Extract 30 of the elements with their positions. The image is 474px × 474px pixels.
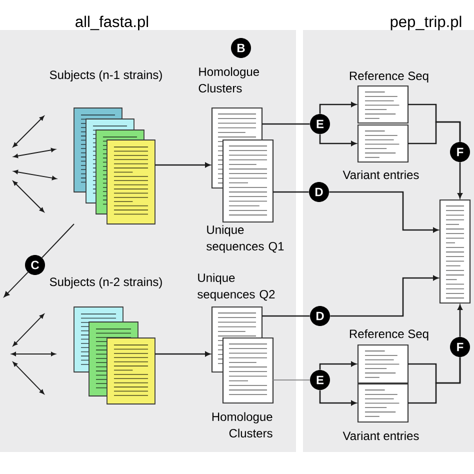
arrow — [319, 390, 356, 406]
arrow — [155, 162, 210, 168]
arrow — [4, 272, 28, 298]
connector-line — [262, 123, 310, 125]
arrow — [319, 362, 356, 370]
panel-title: all_fasta.pl — [76, 16, 148, 30]
arrow — [329, 191, 438, 232]
document-caption: Homologue Clusters — [198, 67, 260, 92]
document-caption: Reference Seq — [350, 329, 428, 340]
document-caption: Unique sequences Q1 — [206, 225, 284, 253]
stack-caption: Subjects (n-2 strains) — [50, 277, 162, 288]
arrow — [319, 102, 356, 114]
connector-line — [408, 121, 461, 144]
document-caption: Unique sequences Q2 — [198, 273, 275, 301]
arrow — [319, 134, 356, 146]
connector-line — [273, 191, 309, 193]
panel-title: pep_trip.pl — [390, 16, 462, 30]
document-caption: Reference Seq — [350, 71, 428, 82]
document-caption: Homologue Clusters — [212, 412, 272, 438]
connector-line — [42, 224, 74, 258]
document-caption: Variant entries — [342, 170, 419, 180]
document-caption: Variant entries — [342, 431, 419, 440]
connector-line — [262, 315, 310, 317]
connector-line — [408, 357, 461, 404]
arrow — [458, 304, 462, 337]
arrow — [458, 162, 462, 198]
document-icon — [439, 199, 471, 304]
stack-caption: Subjects (n-1 strains) — [50, 70, 162, 82]
arrow — [330, 276, 438, 317]
arrow — [155, 352, 210, 356]
